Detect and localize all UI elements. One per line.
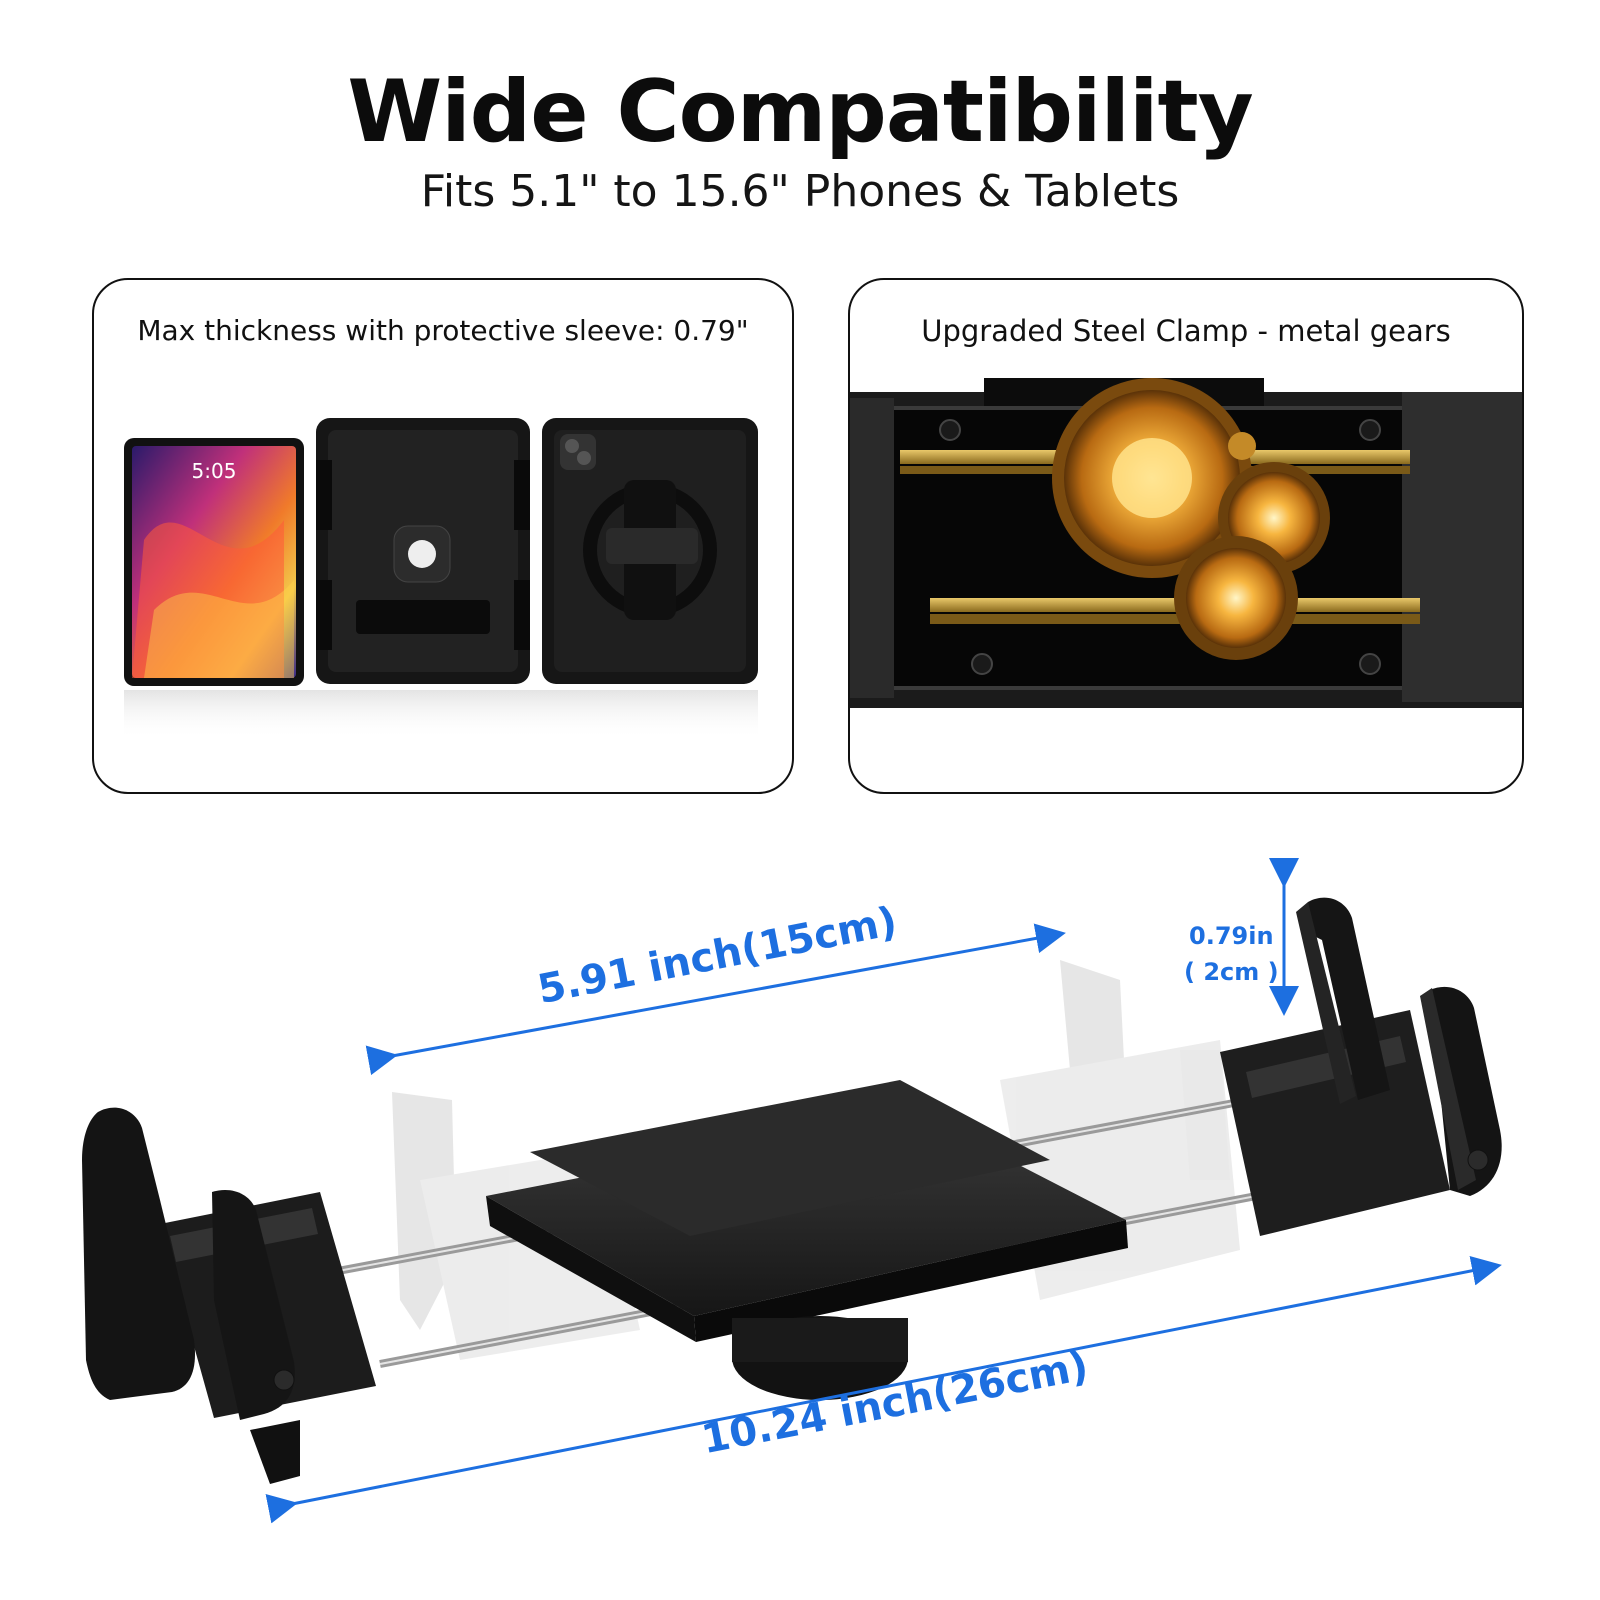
clamp-caption: Upgraded Steel Clamp - metal gears — [921, 314, 1451, 348]
total-arrow — [265, 1255, 1502, 1524]
bare-tablet: 5:05 — [124, 438, 304, 686]
page-subtitle: Fits 5.1" to 15.6" Phones & Tablets — [420, 166, 1180, 217]
handstrap-case — [542, 418, 758, 684]
steel-gear-illustration — [850, 378, 1522, 708]
thickness-inches: 0.79in — [1189, 922, 1274, 950]
thickness-caption: Max thickness with protective sleeve: 0.… — [137, 314, 749, 347]
span-arrow — [365, 923, 1066, 1076]
page-title: Wide Compatibility — [347, 62, 1253, 162]
thickness-panel: Max thickness with protective sleeve: 0.… — [92, 278, 794, 794]
left-clamp — [82, 1107, 376, 1484]
tablet-case-illustration: 5:05 — [124, 418, 758, 740]
rugged-case-back — [316, 418, 530, 684]
thickness-centimeters: ( 2cm ) — [1184, 958, 1279, 986]
right-clamp — [1220, 897, 1502, 1236]
thickness-dimension-label: 0.79in ( 2cm ) — [1184, 918, 1279, 990]
tablet-clock: 5:05 — [192, 459, 237, 483]
clamp-panel: Upgraded Steel Clamp - metal gears — [848, 278, 1524, 794]
